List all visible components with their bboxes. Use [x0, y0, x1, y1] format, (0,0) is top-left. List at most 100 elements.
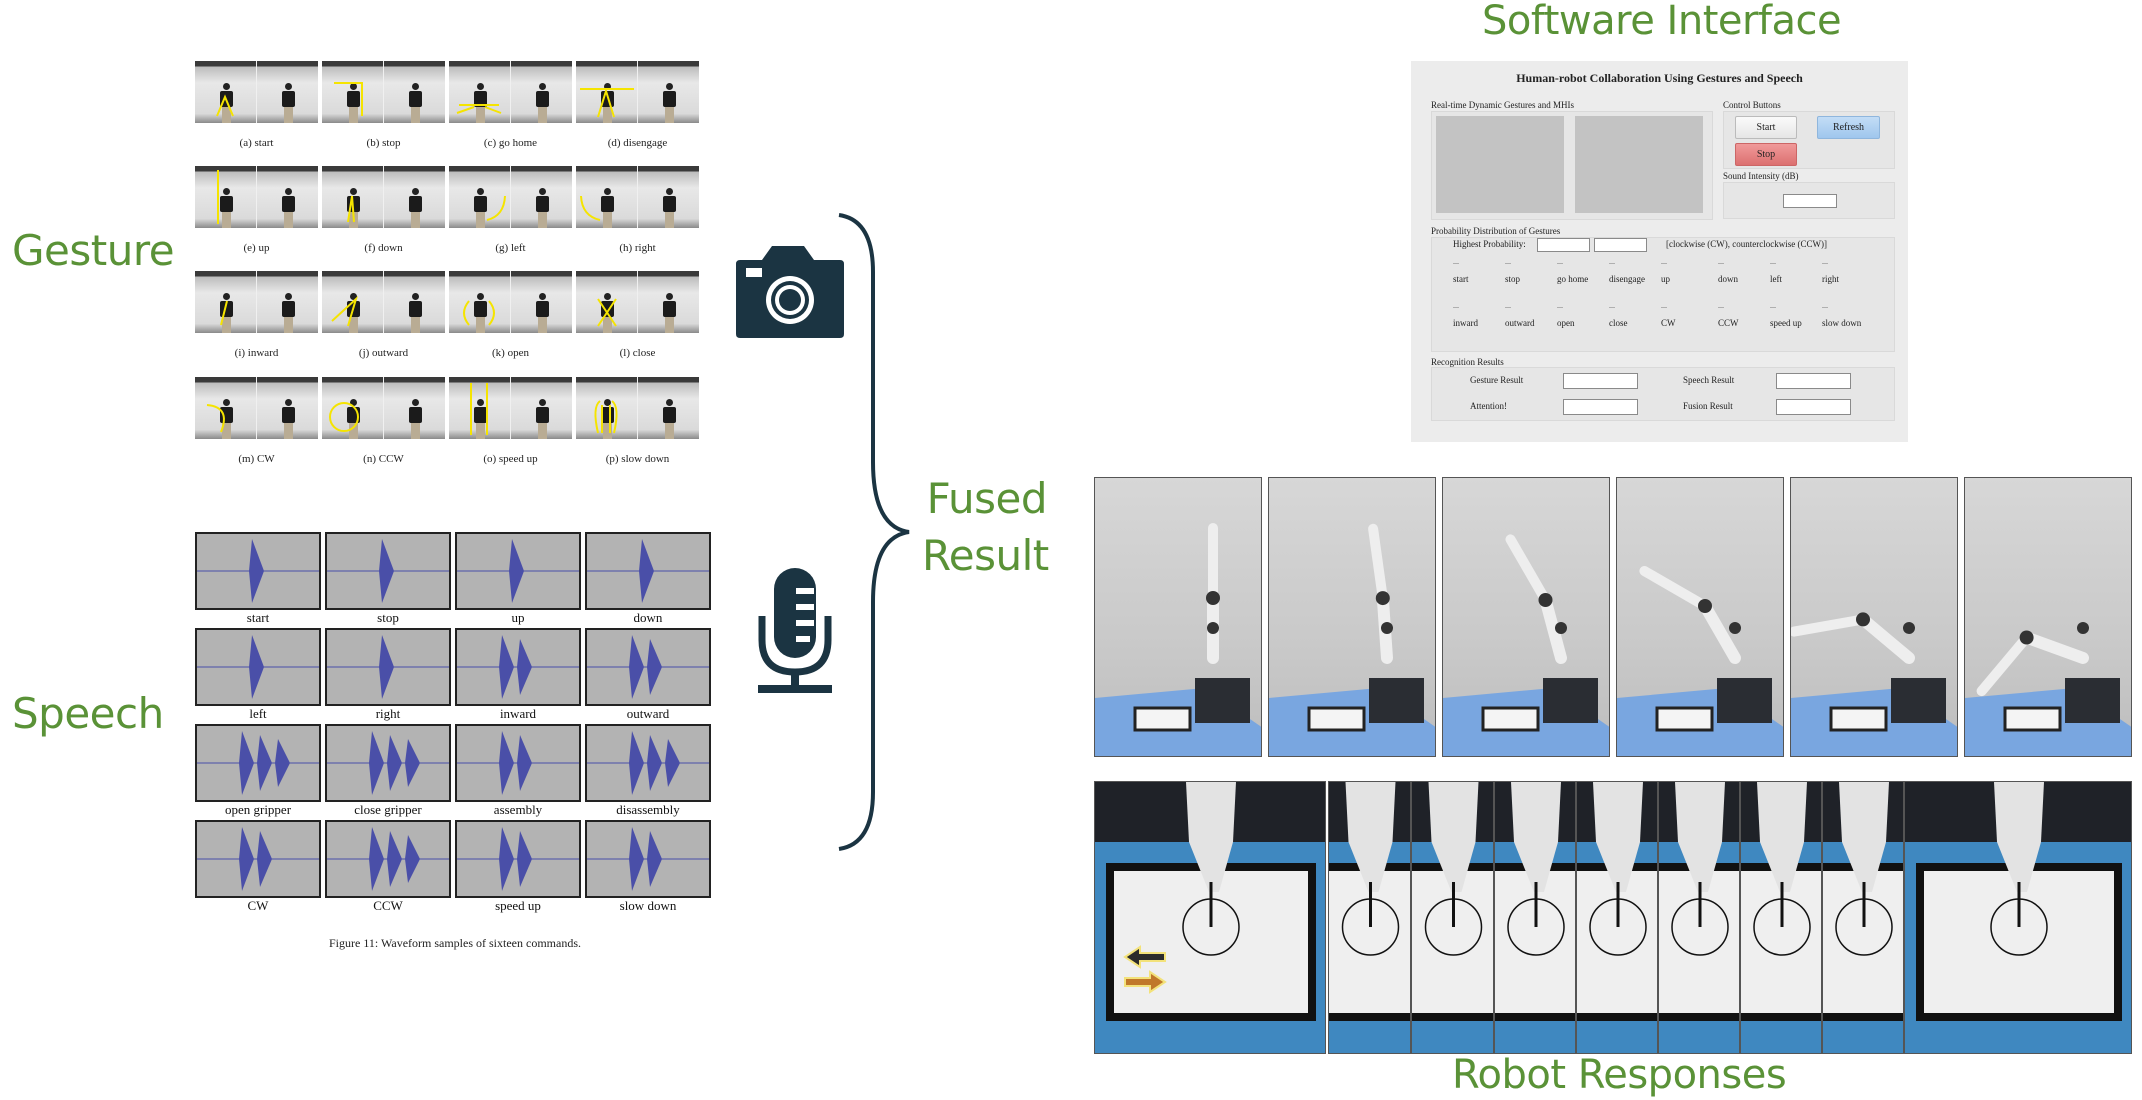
- waveform-burst: [629, 731, 644, 795]
- gesture-frame-start: [322, 271, 383, 333]
- gesture-probability-name: right: [1822, 274, 1839, 284]
- highest-prob-field-2[interactable]: [1594, 238, 1647, 252]
- gesture-frame-end: [256, 166, 318, 228]
- gesture-image: [576, 271, 699, 333]
- gesture-caption: (d) disengage: [607, 137, 668, 149]
- waveform-burst: [369, 827, 384, 891]
- gesture-probability-value: ...: [1822, 257, 1828, 266]
- gesture-frame-start: [576, 166, 637, 228]
- robot-base: [1195, 678, 1250, 723]
- speech-result-field[interactable]: [1776, 373, 1851, 389]
- robot-responses-label: Robot Responses: [1452, 1052, 1787, 1098]
- waveform-burst: [629, 827, 644, 891]
- robot-joint: [2077, 622, 2089, 634]
- camera-icon: [734, 240, 846, 340]
- robot-joint: [1903, 622, 1915, 634]
- waveform-burst: [257, 735, 272, 791]
- gesture-probability-name: left: [1770, 274, 1782, 284]
- gesture-trajectory-arrow: [580, 87, 634, 118]
- speech-caption: down: [633, 610, 663, 625]
- robot-joint: [1555, 622, 1567, 634]
- speech-caption: slow down: [619, 898, 677, 913]
- gesture-image: [322, 61, 445, 123]
- refresh-button[interactable]: Refresh: [1817, 116, 1880, 139]
- speech-caption: open gripper: [224, 802, 292, 817]
- speech-caption: right: [375, 706, 401, 721]
- highest-prob-label: Highest Probability:: [1453, 239, 1526, 249]
- waveform-plot: [455, 532, 581, 610]
- microphone-icon: [756, 568, 836, 694]
- robot-drawing-frame: [1740, 781, 1822, 1054]
- gesture-probability-value: ...: [1770, 301, 1776, 310]
- robot-joint: [1856, 612, 1870, 627]
- gesture-trajectory-arrow: [217, 170, 219, 224]
- waveform-plot: [455, 724, 581, 802]
- sound-intensity-field[interactable]: [1783, 194, 1837, 208]
- gesture-image: [449, 61, 572, 123]
- robot-drawing-frame: [1822, 781, 1904, 1054]
- gesture-caption: (p) slow down: [605, 453, 670, 465]
- gesture-probability-name: start: [1453, 274, 1469, 284]
- waveform-plot: [455, 628, 581, 706]
- gesture-caption: (a) start: [239, 137, 274, 149]
- robot-drawing-frame: [1411, 781, 1494, 1054]
- gesture-probability-value: ...: [1505, 257, 1511, 266]
- gesture-image: [322, 377, 445, 439]
- robot-link-lower: [1699, 600, 1741, 664]
- gesture-caption: (m) CW: [238, 453, 275, 465]
- gesture-probability-value: ...: [1609, 301, 1615, 310]
- waveform-burst: [239, 731, 254, 795]
- gesture-frame-end: [637, 377, 699, 439]
- gesture-frame-end: [637, 166, 699, 228]
- gesture-caption: (g) left: [495, 242, 526, 254]
- gesture-caption: (c) go home: [483, 137, 538, 149]
- video-section-label: Real-time Dynamic Gestures and MHIs: [1431, 100, 1574, 110]
- robot-link-upper: [1505, 534, 1551, 605]
- gesture-frame-start: [576, 61, 637, 123]
- waveform-plot: [585, 628, 711, 706]
- gesture-probability-value: ...: [1557, 301, 1563, 310]
- gesture-caption: (f) down: [364, 242, 403, 254]
- gesture-trajectory-arrow: [216, 94, 234, 117]
- drawing-board: [1829, 706, 1888, 732]
- fused-result-line1: Fused: [926, 474, 1048, 523]
- gesture-trajectory-arrow: [331, 295, 358, 327]
- waveform-burst: [405, 739, 420, 787]
- robot-base: [1891, 678, 1946, 723]
- sound-intensity-label: Sound Intensity (dB): [1723, 171, 1799, 181]
- speech-caption: outward: [626, 706, 670, 721]
- waveform-burst: [387, 735, 402, 791]
- gesture-probability-value: ...: [1822, 301, 1828, 310]
- gesture-trajectory-arrow: [594, 400, 618, 434]
- robot-link-upper: [1639, 566, 1710, 611]
- gesture-probability-value: ...: [1770, 257, 1776, 266]
- fusion-result-label: Fusion Result: [1683, 401, 1733, 411]
- waveform-plot: [195, 820, 321, 898]
- arrow-left-icon: [1123, 945, 1166, 969]
- robot-joint: [2019, 630, 2034, 645]
- gesture-frame-end: [256, 271, 318, 333]
- stop-button[interactable]: Stop: [1735, 143, 1797, 166]
- gesture-image: [322, 271, 445, 333]
- gesture-probability-name: close: [1609, 318, 1628, 328]
- waveform-burst: [647, 735, 662, 791]
- gripper: [1757, 782, 1807, 892]
- gesture-caption: (e) up: [243, 242, 270, 254]
- gesture-image: [576, 166, 699, 228]
- gesture-image: [576, 377, 699, 439]
- waveform-plot: [325, 724, 451, 802]
- robot-arm-frame: [1616, 477, 1784, 757]
- gesture-trajectory-arrow: [329, 402, 359, 432]
- robot-link-lower: [2020, 631, 2089, 664]
- gesture-frame-end: [510, 61, 572, 123]
- fusion-result-field[interactable]: [1776, 399, 1851, 415]
- gesture-result-field[interactable]: [1563, 373, 1638, 389]
- waveform-plot: [585, 724, 711, 802]
- start-button[interactable]: Start: [1735, 116, 1797, 139]
- attention-field[interactable]: [1563, 399, 1638, 415]
- robot-drawing-frame: [1658, 781, 1740, 1054]
- gripper: [1839, 782, 1889, 892]
- highest-prob-field-1[interactable]: [1537, 238, 1590, 252]
- gesture-probability-name: open: [1557, 318, 1575, 328]
- attention-label: Attention!: [1470, 401, 1507, 411]
